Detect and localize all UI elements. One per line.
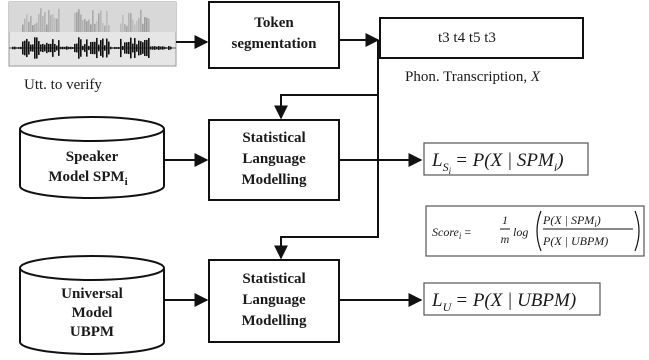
speaker-model-cylinder: Speaker Model SPMi (19, 116, 165, 199)
slm-top-line3: Modelling (241, 172, 307, 188)
svg-text:log: log (513, 225, 528, 239)
token-segmentation-box: Token segmentation (208, 1, 340, 69)
transcription-tokens: t3 t4 t5 t3 (438, 30, 496, 46)
svg-text:P(X | UBPM): P(X | UBPM) (542, 234, 608, 248)
svg-text:Scorei=: Scorei= (432, 225, 471, 241)
arrow-transcription-to-slm-bottom (274, 95, 379, 260)
transcription-caption: Phon. Transcription, X (405, 69, 541, 85)
eq-universal-likelihood: LU= P(X | UBPM) (423, 282, 601, 316)
slm-bottom-line2: Language (242, 292, 306, 308)
speaker-model-line1: Speaker (66, 149, 119, 165)
universal-model-line1: Universal (61, 286, 123, 302)
eq-speaker-likelihood: LSi= P(X | SPMi) (423, 142, 589, 176)
eq-universal-text: LU= P(X | UBPM) (431, 290, 576, 314)
utterance-caption: Utt. to verify (24, 77, 102, 93)
speaker-model-line2: Model SPMi (48, 169, 127, 188)
token-segmentation-line1: Token (254, 15, 294, 31)
transcription-box: t3 t4 t5 t3 (379, 17, 584, 59)
universal-model-line2: Model (72, 305, 113, 321)
universal-model-line3: UBPM (70, 324, 114, 340)
arrow-transcription-to-slm-top (274, 40, 379, 120)
eq-speaker-text: LSi= P(X | SPMi) (431, 150, 564, 176)
slm-bottom-box: Statistical Language Modelling (208, 259, 340, 343)
eq-score: Scorei= 1 m log P(X | SPMi) P(X | UBPM) (425, 205, 645, 257)
svg-text:P(X | SPMi): P(X | SPMi) (542, 213, 601, 229)
slm-bottom-line1: Statistical (242, 271, 305, 287)
svg-text:1: 1 (502, 213, 508, 227)
svg-text:m: m (501, 232, 510, 246)
slm-top-line2: Language (242, 151, 306, 167)
waveform-image (8, 1, 177, 67)
slm-top-box: Statistical Language Modelling (208, 119, 340, 201)
token-segmentation-line2: segmentation (232, 36, 318, 52)
slm-bottom-line3: Modelling (241, 313, 307, 329)
slm-top-line1: Statistical (242, 130, 305, 146)
universal-model-cylinder: Universal Model UBPM (19, 255, 165, 355)
